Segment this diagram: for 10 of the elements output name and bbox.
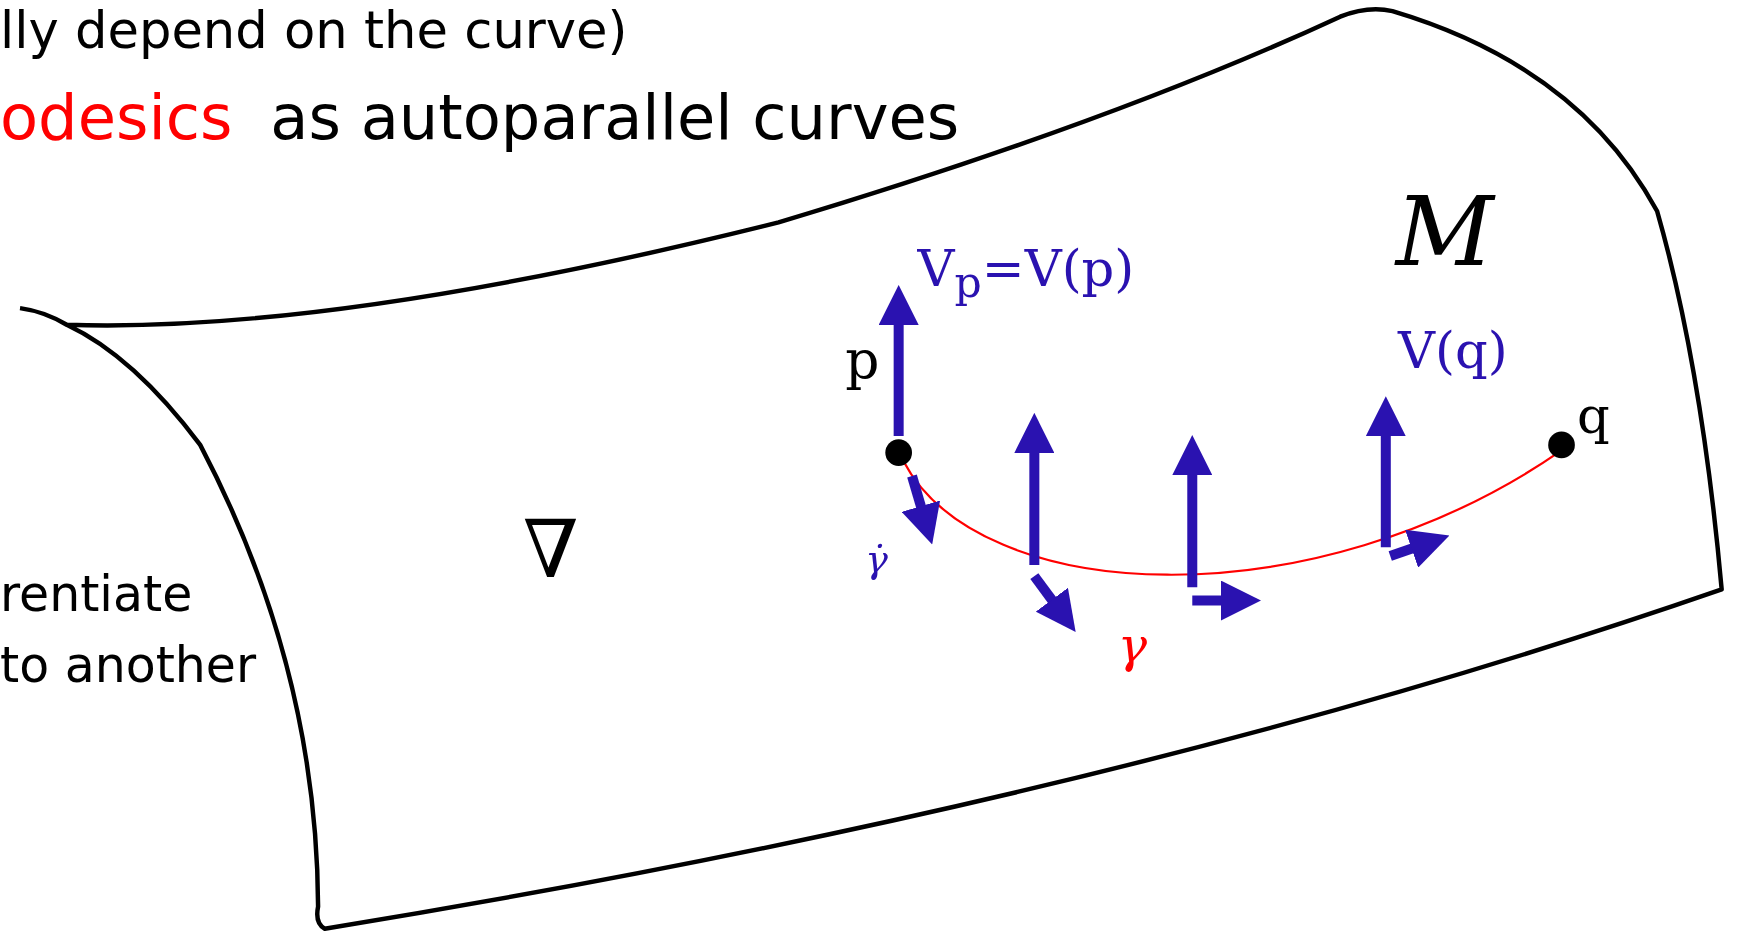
heading-text: odesics (0, 86, 233, 150)
manifold-label: M (1395, 183, 1494, 280)
vector-label: V$_{p}$=V(p) (917, 242, 1135, 305)
point-label: p (845, 333, 880, 388)
body-text: rentiate (0, 569, 193, 619)
curve-label: γ (1117, 620, 1147, 670)
velocity-label: γ̇ (865, 539, 888, 578)
connection-symbol: ∇ (522, 509, 579, 590)
body-text: to another (0, 640, 257, 690)
heading-text: as autoparallel curves (270, 86, 960, 150)
